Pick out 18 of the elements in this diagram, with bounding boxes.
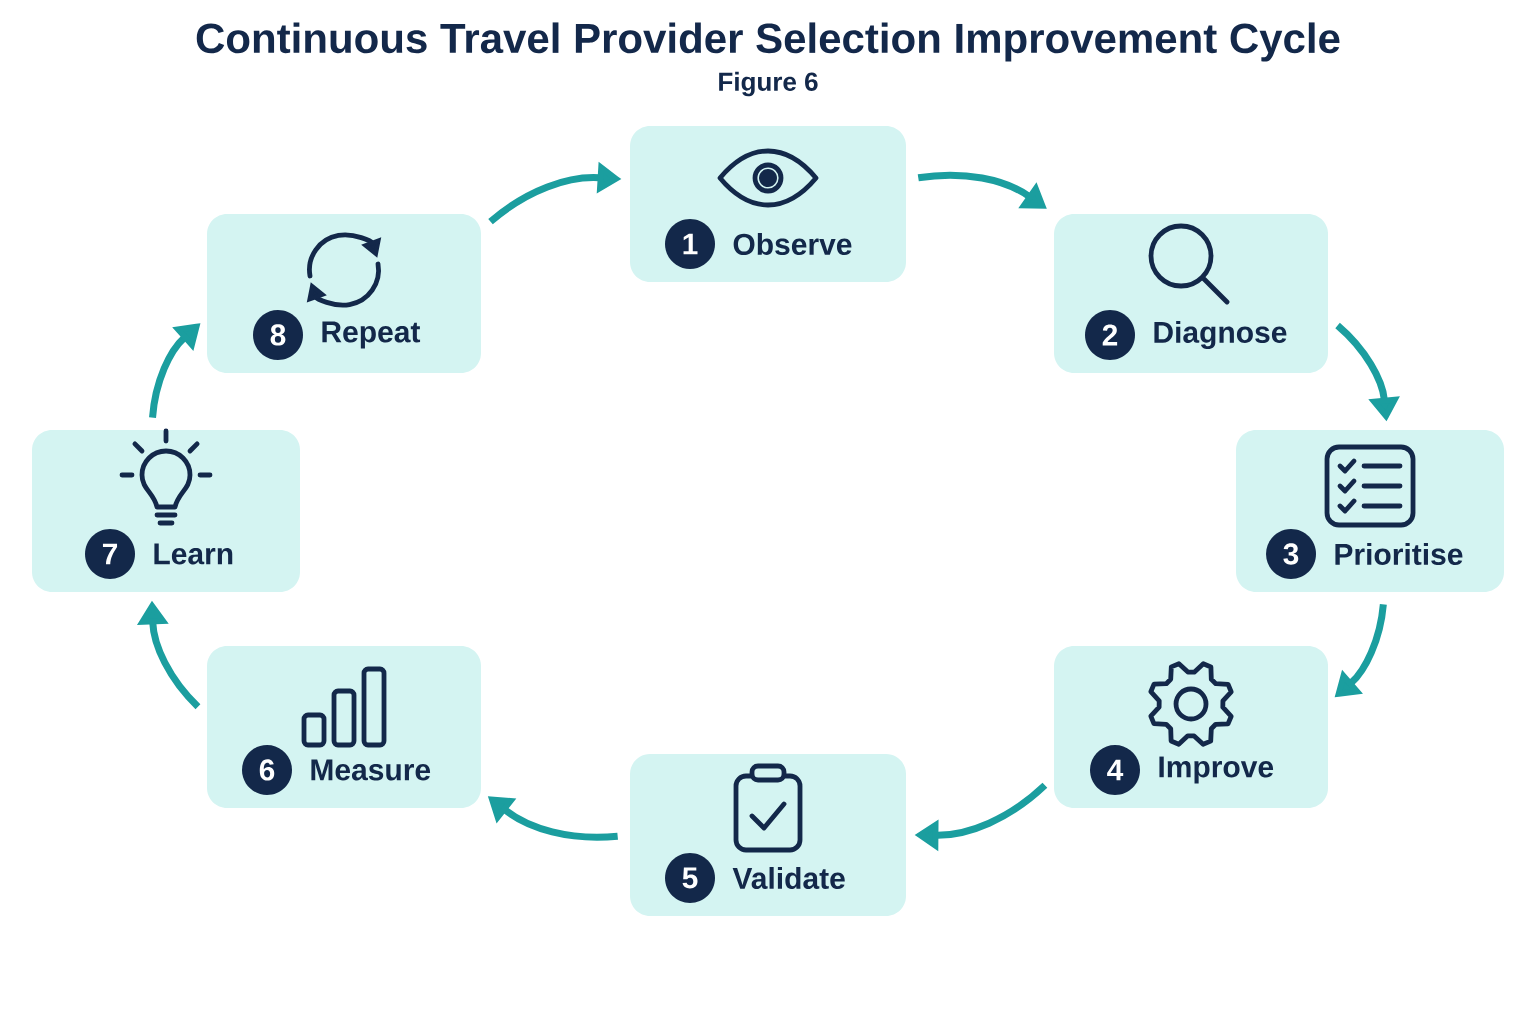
number-badge: 3 [1266, 529, 1316, 579]
step-label: Repeat [322, 321, 421, 349]
number-badge: 7 [85, 529, 135, 579]
number-badge: 1 [665, 219, 715, 269]
step-label: Diagnose [1154, 320, 1287, 350]
step-label: Improve [1159, 756, 1274, 784]
title: Continuous Travel Provider Selection Improvement Cycle [196, 22, 1340, 62]
number-badge: 4 [1090, 745, 1140, 795]
step-label: Observe [733, 233, 852, 255]
figure-number: Figure 6 [719, 71, 818, 97]
number-badge: 6 [242, 745, 292, 795]
step-label: Measure [311, 759, 431, 781]
number-badge: 8 [253, 310, 303, 360]
number-badge: 5 [665, 853, 715, 903]
step-label: Validate [732, 867, 845, 889]
number-badge: 2 [1085, 310, 1135, 360]
step-label: Learn [154, 543, 233, 565]
step-label: Prioritise [1335, 543, 1463, 565]
